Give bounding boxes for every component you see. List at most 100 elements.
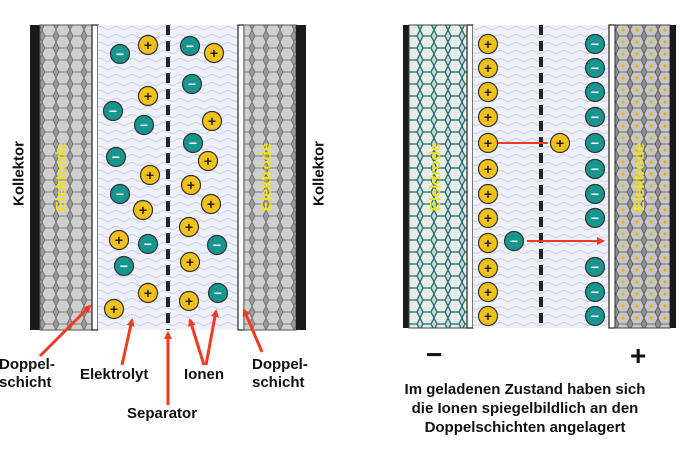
electrode-right-label-charged: Elektrode [631,143,648,211]
cation-ion: + [477,33,499,55]
anion-circle [137,233,159,255]
label-separator: Separator [127,405,198,422]
anion-circle [584,183,606,205]
collector-right-charged [670,25,676,328]
anion-ion: − [584,57,606,79]
cation-circle [201,110,223,132]
diagram-uncharged: Elektrode Elektrode +−−++−−−+−−++−++++−+… [30,24,306,405]
anion-sign: − [591,109,599,125]
anion-circle [584,106,606,128]
cation-sign: + [144,37,152,53]
anion-sign: − [188,76,196,92]
cation-ion: + [178,290,200,312]
label-doppelschicht-left: Doppel- schicht [0,356,55,392]
ions-charged: ++++++++++++−−−−−−−−−−−+− [477,33,606,327]
anion-circle [584,132,606,154]
anion-ion: − [207,282,229,304]
cation-sign: + [144,285,152,301]
anion-sign: − [591,284,599,300]
caption-line-2: die Ionen spiegelbildlich an den [411,400,639,417]
label-doppelschicht-right-line1: Doppel- [252,356,308,373]
cation-circle [137,34,159,56]
arrow-ionen-anion [204,309,219,366]
anion-sign: − [189,135,197,151]
anion-sign: − [116,46,124,62]
anion-sign: − [591,308,599,324]
anion-circle [109,183,131,205]
cation-ion: + [197,150,219,172]
anion-sign: − [591,36,599,52]
cation-sign: + [146,167,154,183]
electrode-left-label-charged: Elektrode [427,143,444,211]
cation-sign: + [484,60,492,76]
anion-circle [102,100,124,122]
cation-circle [477,232,499,254]
anion-circle [109,43,131,65]
anion-circle [584,256,606,278]
pointer-arrows [38,304,264,405]
cation-ion: + [200,193,222,215]
cation-sign: + [186,254,194,270]
cation-circle [549,132,571,154]
cation-circle [108,229,130,251]
cation-circle [477,132,499,154]
anion-ion: − [133,114,155,136]
cation-sign: + [185,219,193,235]
cation-ion: + [477,81,499,103]
anion-circle [113,255,135,277]
double-layer-right-charged [608,24,616,329]
cation-sign: + [115,232,123,248]
label-doppelschicht-right: Doppel- schicht [252,356,308,392]
cation-sign: + [484,308,492,324]
anion-circle [182,132,204,154]
anion-ion: − [584,256,606,278]
cation-circle [103,298,125,320]
cation-circle [139,164,161,186]
cation-ion: + [477,281,499,303]
anion-ion: − [113,255,135,277]
cation-sign: + [204,153,212,169]
anion-ion: − [109,183,131,205]
cation-circle [178,290,200,312]
cation-sign: + [484,84,492,100]
cation-sign: + [556,135,564,151]
arrow-elektrolyt [120,318,135,366]
cation-circle [477,183,499,205]
anion-ion: − [584,33,606,55]
cation-sign: + [484,186,492,202]
electrode-right [243,24,297,331]
anion-circle [584,33,606,55]
cation-ion: + [203,42,225,64]
anion-sign: − [591,210,599,226]
label-elektrolyt: Elektrolyt [80,366,149,383]
anion-circle [206,234,228,256]
anion-sign: − [186,38,194,54]
anion-circle [584,207,606,229]
anion-circle [584,305,606,327]
anion-sign: − [112,149,120,165]
collector-left [30,25,40,330]
caption-line-3: Doppelschichten angelagert [424,419,626,436]
cation-circle [179,251,201,273]
anion-circle [179,35,201,57]
collector-right [296,25,306,330]
anion-ion: − [206,234,228,256]
charged-state-caption: Im geladenen Zustand haben sich die Ione… [360,380,690,437]
anion-ion: − [182,132,204,154]
arrow-doppelschicht-right [242,308,264,353]
cation-ion: + [137,85,159,107]
anion-sign: − [591,259,599,275]
cation-circle [477,281,499,303]
anion-circle [133,114,155,136]
anion-ion: − [584,305,606,327]
label-doppelschicht-left-line2: schicht [0,374,52,391]
collector-label-left: Kollektor [10,141,28,207]
cation-circle [203,42,225,64]
anion-circle [584,158,606,180]
cation-sign: + [139,202,147,218]
anion-circle [207,282,229,304]
sign-negative: − [426,339,443,370]
cation-sign: + [484,284,492,300]
